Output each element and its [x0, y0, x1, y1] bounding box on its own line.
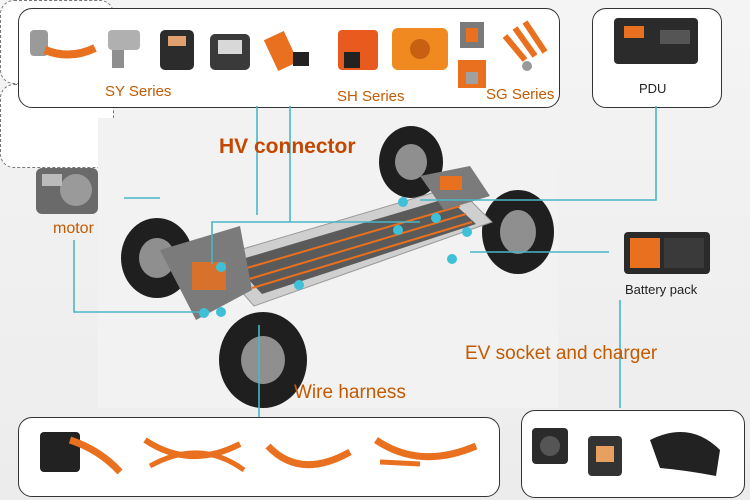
wire-harness-2-icon [143, 437, 246, 473]
sg-connector-3-icon [502, 20, 548, 71]
sg-series-label: SG Series [486, 86, 555, 103]
battery-pack-label: Battery pack [625, 282, 698, 297]
ev-chassis-illustration [98, 118, 558, 408]
sh-connector-2-icon [338, 30, 378, 70]
motor-icon [36, 168, 98, 214]
sg-connector-1-icon [460, 22, 484, 48]
callout-lines [73, 106, 657, 417]
wire-harness-3-icon [265, 443, 352, 468]
ev-charger-gun-icon [650, 432, 720, 476]
ev-charger-plug-icon [588, 436, 622, 476]
sy-connector-4-icon [210, 34, 250, 70]
sy-connector-1-icon [30, 30, 97, 59]
sy-connector-3-icon [160, 30, 194, 70]
sh-series-label: SH Series [337, 88, 405, 105]
hv-connector-title: HV connector [219, 135, 356, 158]
wire-harness-1-icon [40, 432, 123, 475]
sg-connector-2-icon [458, 60, 486, 88]
connection-dots [199, 197, 472, 318]
battery-pack-icon [624, 232, 710, 274]
ev-socket-icon [532, 428, 568, 464]
sy-series-label: SY Series [105, 83, 172, 100]
pdu-icon [614, 18, 698, 64]
sy-connector-2-icon [108, 30, 140, 68]
wire-harness-4-icon [374, 437, 478, 467]
sh-connector-3-icon [392, 28, 448, 70]
sh-connector-1-icon [263, 30, 309, 72]
ev-socket-charger-title: EV socket and charger [465, 343, 658, 364]
motor-label: motor [53, 220, 94, 237]
wire-harness-title: Wire harness [294, 382, 406, 403]
pdu-label: PDU [639, 81, 667, 96]
